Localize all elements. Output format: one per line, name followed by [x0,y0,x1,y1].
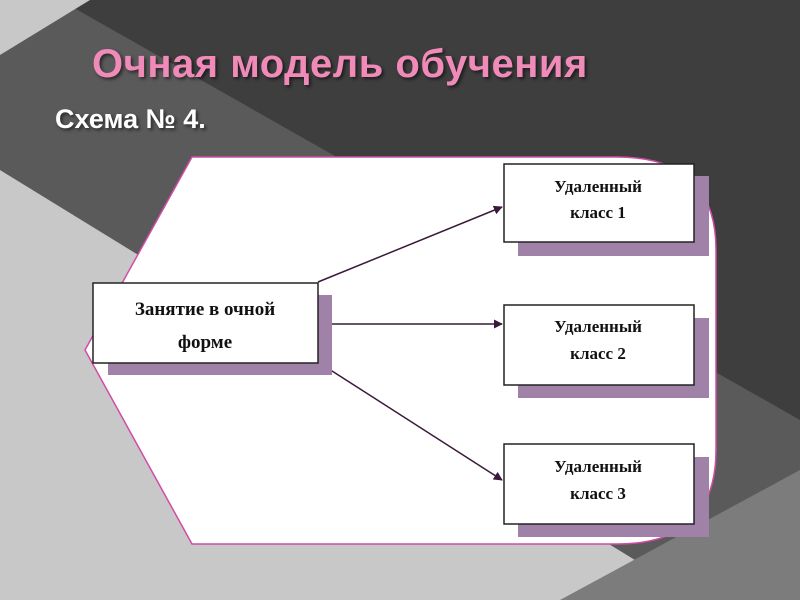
slide-subtitle: Схема № 4. [55,104,206,134]
target-node-1-label-line1: Удаленный [554,177,642,196]
target-node-2-label-line1: Удаленный [554,317,642,336]
arrow-to-class-1 [317,205,503,283]
source-node-label-line1: Занятие в очной [135,299,275,320]
target-node-2-label-line2: класс 2 [570,344,626,363]
source-node-label-line2: форме [178,332,232,353]
connector-arrows [317,205,503,481]
target-node-1-label-line2: класс 1 [570,203,626,222]
target-node-3-label-line1: Удаленный [554,457,642,476]
target-node-3-label-line2: класс 3 [570,484,626,503]
target-node-1: Удаленный класс 1 [503,163,709,256]
slide-title: Очная модель обучения [92,42,588,86]
target-node-2: Удаленный класс 2 [503,304,709,398]
source-node: Занятие в очной форме [92,282,332,375]
target-node-3: Удаленный класс 3 [503,443,709,537]
arrow-to-class-3 [317,361,503,481]
